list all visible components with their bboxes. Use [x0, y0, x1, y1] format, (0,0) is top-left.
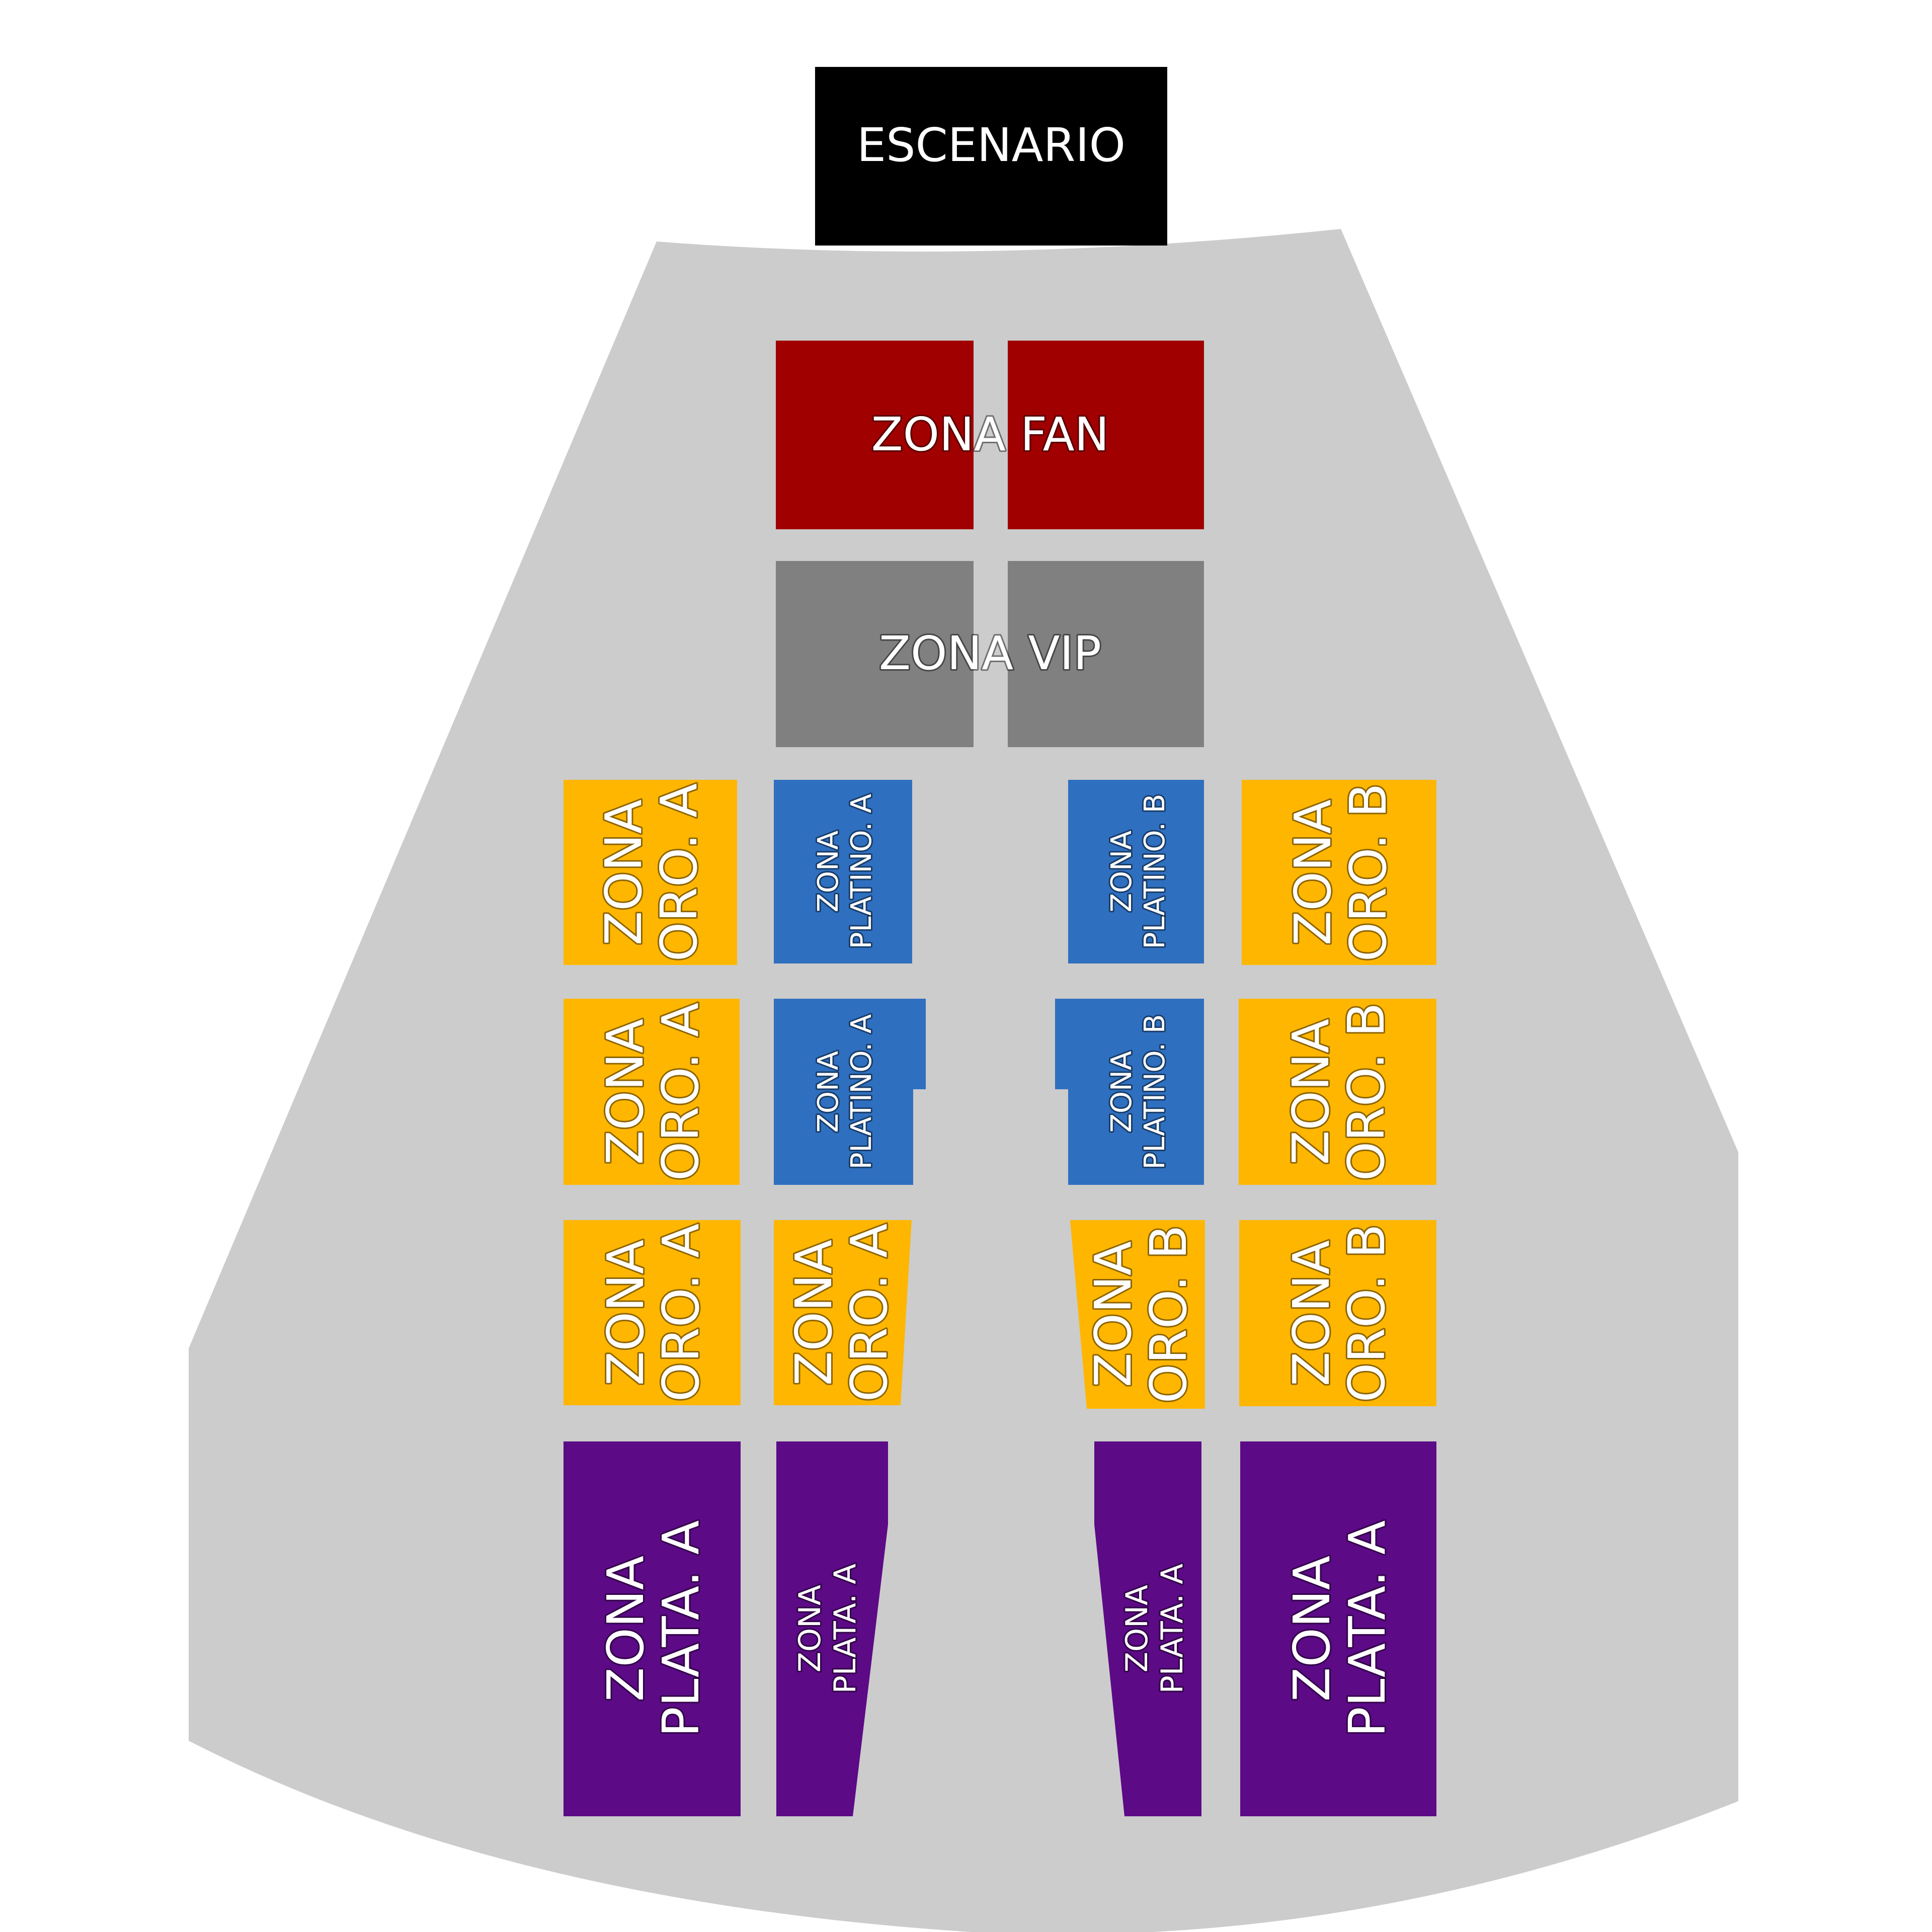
zona-oro-a-shape [564, 999, 740, 1185]
zona-oro-b-shape [1239, 1220, 1436, 1406]
zona-oro-b-line-2: ORO. B [1337, 1224, 1396, 1402]
zona-oro-b-block-4[interactable]: ZONA ORO. B [1239, 1220, 1436, 1406]
zona-plata-a-shape [776, 1441, 888, 1816]
zona-oro-a-line-2: ORO. A [652, 1224, 710, 1402]
zona-oro-a-line-1: ZONA [596, 1019, 655, 1165]
zona-oro-a-line-2: ORO. A [650, 783, 708, 962]
zona-oro-b-shape [1242, 780, 1436, 965]
zona-plata-a-line-1: ZONA [1282, 1556, 1341, 1702]
zona-plata-a-line-1: ZONA [792, 1585, 828, 1672]
zona-plata-a-block-2[interactable]: ZONA PLATA. A [776, 1441, 888, 1816]
zona-plata-a-block-3[interactable]: ZONA PLATA. A [1094, 1441, 1201, 1816]
zona-platino-a-block-1[interactable]: ZONA PLATINO. A [774, 780, 912, 963]
zona-vip[interactable]: ZONA VIP [776, 561, 1204, 747]
zona-oro-b-block-1[interactable]: ZONA ORO. B [1242, 780, 1436, 965]
zona-platino-b-line-2: PLATINO. B [1139, 1014, 1171, 1170]
zona-plata-a-line-1: ZONA [596, 1556, 655, 1702]
zona-platino-b-line-1: ZONA [1105, 1051, 1138, 1133]
zona-platino-a-line-1: ZONA [812, 831, 845, 913]
zona-fan-label: ZONA FAN [871, 408, 1109, 461]
zona-platino-a-block-2[interactable]: ZONA PLATINO. A [774, 999, 926, 1185]
zona-plata-a-shape [1094, 1441, 1201, 1816]
zona-plata-a-line-2: PLATA. A [1155, 1564, 1190, 1694]
zona-oro-a-shape [774, 1220, 912, 1405]
zona-vip-right-block [1008, 561, 1204, 747]
zona-platino-a-line-1: ZONA [812, 1051, 845, 1133]
zona-plata-a-line-1: ZONA [1119, 1585, 1155, 1672]
zona-platino-a-shape [774, 999, 926, 1185]
zona-fan-left-block [776, 341, 974, 529]
zona-oro-a-line-1: ZONA [596, 1240, 655, 1386]
zona-vip-label: ZONA VIP [879, 626, 1101, 680]
zona-oro-a-block-3[interactable]: ZONA ORO. A [564, 1220, 741, 1405]
zona-plata-a-block-1[interactable]: ZONA PLATA. A [564, 1441, 741, 1816]
zona-oro-b-line-1: ZONA [1281, 1019, 1340, 1165]
zona-fan-right-block [1008, 341, 1204, 529]
zona-oro-b-shape [1239, 999, 1436, 1185]
zona-oro-b-line-2: ORO. B [1337, 1002, 1396, 1181]
zona-plata-a-shape [564, 1441, 741, 1816]
zona-oro-a-block-4[interactable]: ZONA ORO. A [774, 1220, 912, 1405]
zona-oro-b-shape [1070, 1220, 1205, 1409]
zona-fan[interactable]: ZONA FAN [776, 341, 1204, 529]
zona-platino-b-line-1: ZONA [1105, 831, 1138, 913]
zona-plata-a-block-4[interactable]: ZONA PLATA. A [1240, 1441, 1436, 1816]
zona-oro-a-shape [564, 780, 737, 965]
zona-platino-b-shape [1055, 999, 1204, 1185]
zona-platino-a-line-2: PLATINO. A [845, 1014, 878, 1170]
stage-label: ESCENARIO [857, 118, 1125, 172]
zona-oro-a-shape [564, 1220, 741, 1405]
zona-oro-b-line-2: ORO. B [1139, 1225, 1198, 1403]
zona-oro-a-line-2: ORO. A [840, 1224, 899, 1402]
zona-oro-a-line-2: ORO. A [651, 1003, 710, 1181]
zona-platino-b-block-1[interactable]: ZONA PLATINO. B [1068, 780, 1204, 963]
zona-oro-b-line-1: ZONA [1283, 799, 1342, 945]
zona-platino-b-line-2: PLATINO. B [1139, 794, 1171, 949]
zona-oro-a-block-1[interactable]: ZONA ORO. A [564, 780, 737, 965]
zona-oro-a-line-1: ZONA [784, 1240, 843, 1386]
zona-platino-b-block-2[interactable]: ZONA PLATINO. B [1055, 999, 1204, 1185]
zona-oro-b-block-2[interactable]: ZONA ORO. B [1239, 999, 1436, 1185]
zona-plata-a-shape [1240, 1441, 1436, 1816]
zona-oro-b-line-1: ZONA [1084, 1241, 1143, 1387]
zona-vip-left-block [776, 561, 974, 747]
stage-block [815, 67, 1167, 246]
zona-plata-a-line-2: PLATA. A [652, 1520, 710, 1737]
zona-platino-a-line-2: PLATINO. A [845, 794, 878, 949]
zona-oro-a-line-1: ZONA [594, 799, 653, 945]
zona-oro-b-block-3[interactable]: ZONA ORO. B [1070, 1220, 1205, 1409]
zona-platino-b-shape [1068, 780, 1204, 963]
stage[interactable]: ESCENARIO [815, 67, 1167, 246]
zona-oro-a-block-2[interactable]: ZONA ORO. A [564, 999, 740, 1185]
zona-platino-a-shape [774, 780, 912, 963]
zona-oro-b-line-2: ORO. B [1339, 783, 1398, 961]
zona-oro-b-line-1: ZONA [1282, 1240, 1341, 1386]
zona-plata-a-line-2: PLATA. A [1338, 1520, 1397, 1737]
zona-plata-a-line-2: PLATA. A [828, 1564, 863, 1694]
